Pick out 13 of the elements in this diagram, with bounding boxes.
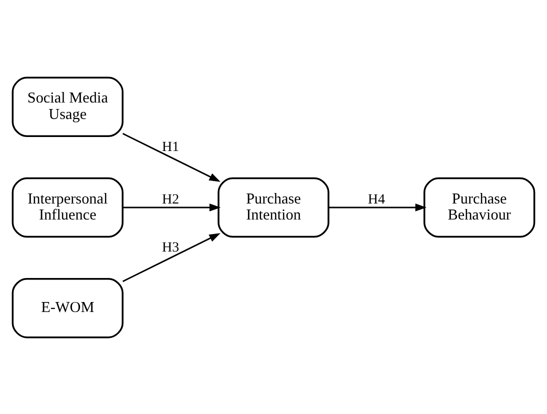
edge-label: H3 bbox=[162, 238, 180, 255]
node-box: Social Media Usage bbox=[12, 76, 124, 137]
node-box: E-WOM bbox=[12, 277, 124, 338]
arrow bbox=[122, 232, 220, 282]
edge-label: H4 bbox=[368, 191, 385, 208]
arrow bbox=[122, 203, 221, 211]
node-box: Interpersonal Influence bbox=[12, 176, 124, 238]
edge-label: H1 bbox=[162, 138, 180, 154]
node-box: Purchase Intention bbox=[218, 176, 330, 238]
arrow bbox=[328, 203, 427, 211]
arrow bbox=[122, 132, 220, 182]
node-box: Purchase Behaviour bbox=[424, 176, 536, 238]
edge-label: H2 bbox=[162, 191, 180, 208]
